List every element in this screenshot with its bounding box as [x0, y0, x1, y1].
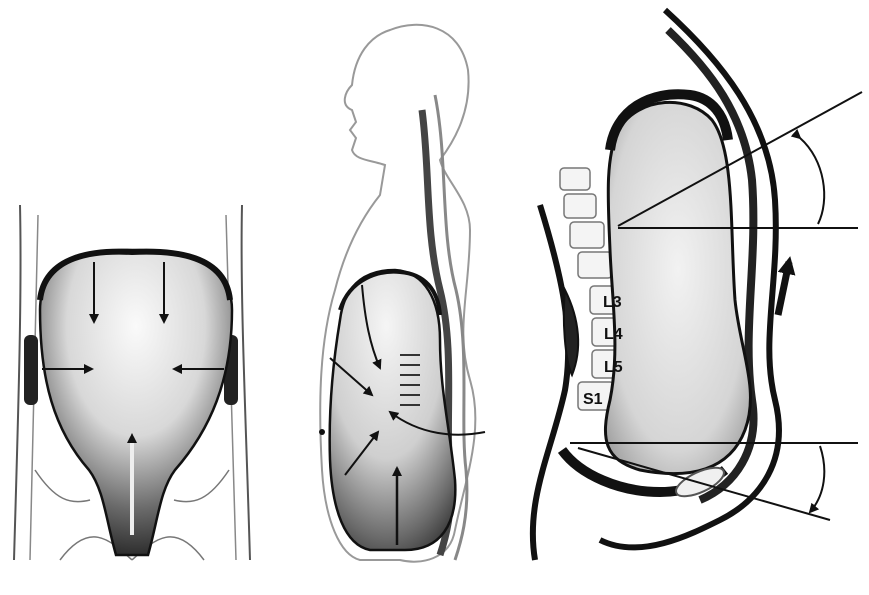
side-dot — [319, 429, 325, 435]
side-view-panel — [319, 25, 485, 562]
front-abdominal-cavity — [40, 250, 232, 555]
sagittal-abdominal-cavity — [605, 102, 750, 473]
angle-arc-lower — [810, 446, 824, 512]
sagittal-arrow-up-thick — [778, 262, 789, 315]
side-abdominal-cavity — [330, 270, 456, 550]
angle-arc-upper — [800, 138, 824, 224]
front-view-panel — [14, 205, 250, 560]
vertebra-label-l5: L5 — [604, 359, 623, 376]
vertebra-label-l3: L3 — [603, 294, 622, 311]
front-left-band — [24, 335, 38, 405]
vertebra-label-s1: S1 — [583, 391, 603, 408]
vertebra-label-l4: L4 — [604, 326, 623, 343]
sagittal-abdominal-wall — [533, 205, 568, 560]
sagittal-view-panel: L3 L4 L5 S1 — [533, 10, 862, 560]
